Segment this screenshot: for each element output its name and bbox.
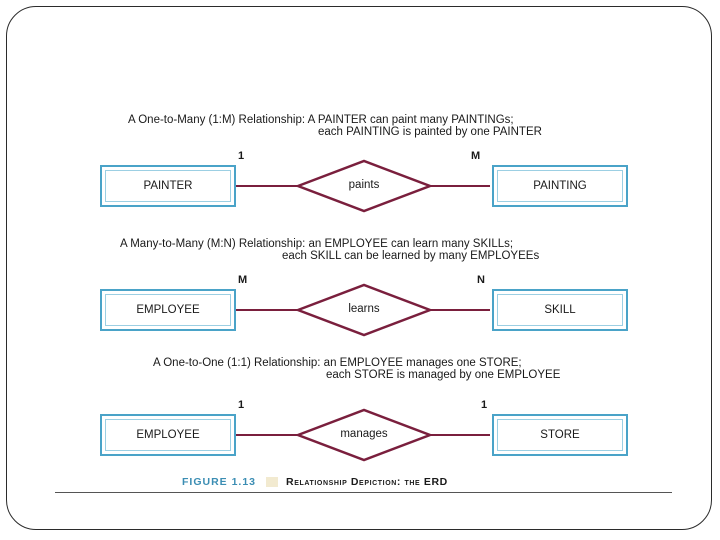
- cardinality-right: M: [471, 150, 481, 162]
- cardinality-right: 1: [481, 399, 488, 411]
- relationship-caption: each PAINTING is painted by one PAINTER: [318, 126, 542, 138]
- caption-swatch: [266, 477, 279, 487]
- entity-store: STORE: [492, 414, 628, 456]
- entity-skill: SKILL: [492, 289, 628, 331]
- entity-painter: PAINTER: [100, 165, 236, 207]
- caption-rule: [55, 492, 672, 493]
- cardinality-left: 1: [238, 399, 245, 411]
- relationship-label: manages: [340, 428, 388, 440]
- cardinality-right: N: [477, 274, 485, 286]
- relationship-caption: each SKILL can be learned by many EMPLOY…: [282, 250, 540, 262]
- relationship-diamond: [294, 159, 434, 213]
- entity-employee: EMPLOYEE: [100, 289, 236, 331]
- entity-label: PAINTER: [143, 180, 193, 192]
- entity-employee: EMPLOYEE: [100, 414, 236, 456]
- relationship-diamond: [294, 283, 434, 337]
- entity-label: STORE: [540, 429, 580, 441]
- figure-caption: FIGURE 1.13 Relationship Depiction: the …: [182, 476, 448, 488]
- entity-label: EMPLOYEE: [136, 304, 200, 316]
- figure-number: FIGURE 1.13: [182, 476, 257, 488]
- relationship-label: learns: [348, 303, 380, 315]
- cardinality-left: 1: [238, 150, 245, 162]
- relationship-caption: A Many-to-Many (M:N) Relationship: an EM…: [120, 238, 514, 250]
- entity-painting: PAINTING: [492, 165, 628, 207]
- relationship-caption: A One-to-Many (1:M) Relationship: A PAIN…: [128, 114, 514, 126]
- relationship-label: paints: [348, 179, 380, 191]
- entity-label: PAINTING: [533, 180, 587, 192]
- cardinality-left: M: [238, 274, 248, 286]
- relationship-caption: A One-to-One (1:1) Relationship: an EMPL…: [153, 357, 522, 369]
- entity-label: SKILL: [544, 304, 576, 316]
- figure-title: Relationship Depiction: the ERD: [286, 476, 448, 488]
- entity-label: EMPLOYEE: [136, 429, 200, 441]
- relationship-diamond: [294, 408, 434, 462]
- relationship-caption: each STORE is managed by one EMPLOYEE: [326, 369, 561, 381]
